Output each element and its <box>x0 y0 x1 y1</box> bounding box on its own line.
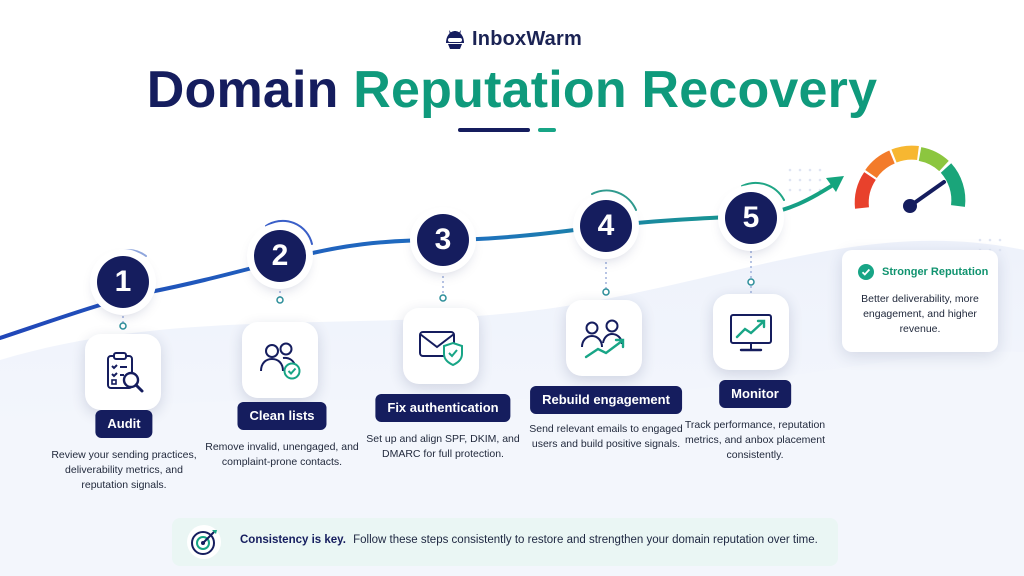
step-number-badge: 3 <box>417 214 469 266</box>
step-description: Track performance, reputation metrics, a… <box>684 419 826 461</box>
step-number-badge: 1 <box>97 256 149 308</box>
step-description: Review your sending practices, deliverab… <box>51 449 197 491</box>
target-icon <box>187 525 221 559</box>
note-body: Follow these steps consistently to resto… <box>353 534 818 546</box>
brand-name: InboxWarm <box>472 27 582 50</box>
title-part-recovery: Reputation Recovery <box>353 61 878 119</box>
speedometer-gauge-icon <box>854 144 966 256</box>
step-description: Remove invalid, unengaged, and complaint… <box>205 441 359 468</box>
clipboard-checklist-search-icon <box>107 352 144 393</box>
step-label: Monitor <box>719 380 791 408</box>
step-label: Clean lists <box>237 402 327 430</box>
result-card: Stronger Reputation Better deliverabilit… <box>842 250 998 352</box>
users-trend-up-icon <box>581 319 625 359</box>
step-label: Audit <box>95 410 153 438</box>
monitor-chart-icon <box>730 314 772 352</box>
envelope-shield-icon <box>419 331 463 367</box>
brand-header: InboxWarm <box>0 26 1024 57</box>
title-part-domain: Domain <box>146 61 339 119</box>
step-label: Rebuild engagement <box>530 386 682 414</box>
mascot-helmet-icon <box>446 30 465 49</box>
note-strong: Consistency is key. <box>240 534 346 546</box>
result-description: Better deliverability, more engagement, … <box>861 293 979 335</box>
step-icon-card <box>403 308 479 384</box>
page-title: Domain Reputation Recovery <box>0 56 1024 124</box>
step-number-badge: 5 <box>725 192 777 244</box>
step-number-badge: 2 <box>254 230 306 282</box>
reputation-gauge <box>846 140 974 256</box>
consistency-note: Consistency is key. Follow these steps c… <box>172 518 838 566</box>
step-icon-card <box>566 300 642 376</box>
title-underline-green <box>538 128 556 132</box>
step-description: Set up and align SPF, DKIM, and DMARC fo… <box>366 433 520 460</box>
step-icon-card <box>242 322 318 398</box>
note-text: Consistency is key. Follow these steps c… <box>240 534 818 546</box>
result-title: Stronger Reputation <box>882 266 989 278</box>
title-underline-dark <box>458 128 530 132</box>
step-icon-card <box>85 334 161 410</box>
step-icon-card <box>713 294 789 370</box>
step-description: Send relevant emails to engaged users an… <box>529 423 683 450</box>
users-checkmark-icon <box>260 342 301 380</box>
step-label: Fix authentication <box>375 394 511 422</box>
step-number-badge: 4 <box>580 200 632 252</box>
check-circle-icon <box>858 264 874 280</box>
